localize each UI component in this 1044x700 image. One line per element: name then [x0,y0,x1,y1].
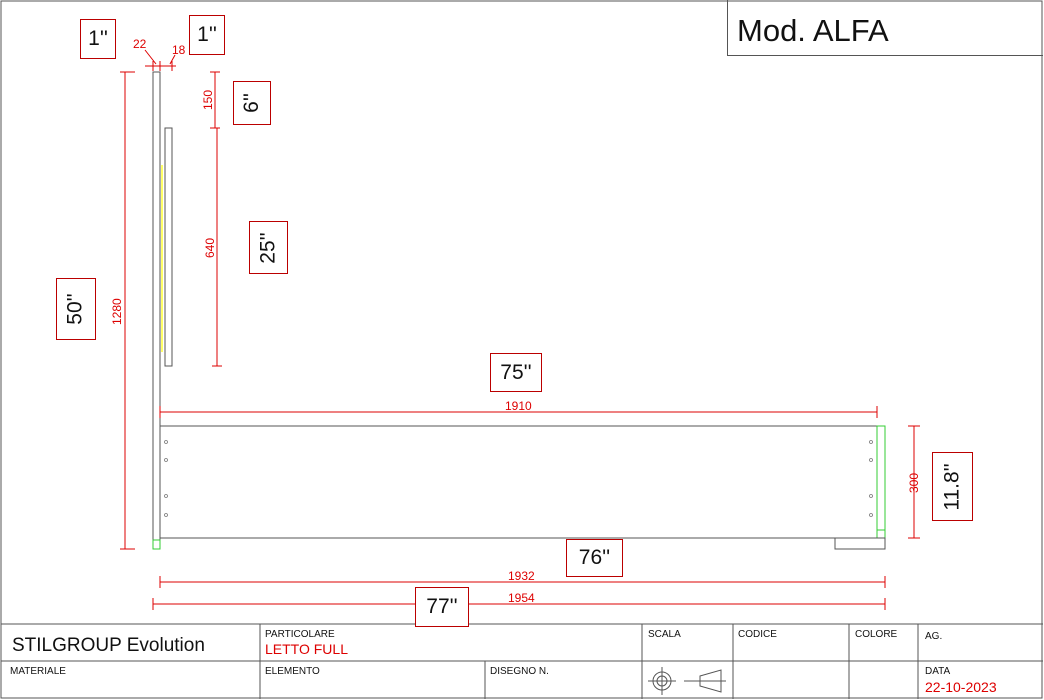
inch-label: 1'' [88,27,108,50]
inch-label: 1'' [197,23,217,46]
inch-label: 77'' [426,595,458,618]
elemento-label: ELEMENTO [265,666,320,677]
model-title: Mod. ALFA [727,0,1043,56]
colore-label: COLORE [855,629,898,640]
dim-label-panel-thickness: 18 [172,43,186,57]
codice-label: CODICE [738,629,777,640]
dim-label-side-height: 300 [907,473,921,493]
title-block-grid [1,623,1043,699]
company-name: STILGROUP Evolution [12,635,205,656]
dim-label-total-length: 1954 [508,591,535,605]
hole [164,458,168,462]
projection-symbol-icon [648,667,726,695]
headboard [152,71,173,550]
scala-label: SCALA [648,629,681,640]
projection-cone [699,669,722,693]
inch-box-total-length: 77'' [415,587,469,627]
hole [869,458,873,462]
dim-label-inner-length: 1932 [508,569,535,583]
side-rail [159,425,886,550]
dim-label-headboard-height: 1280 [110,298,124,325]
side-rail-holes [164,440,873,517]
materiale-label: MATERIALE [10,666,66,677]
inch-label: 50'' [63,293,87,325]
dim-label-panel-height: 640 [203,238,217,258]
dimension-lines [120,49,920,610]
particolare-value: LETTO FULL [265,641,348,657]
footboard-green [876,425,886,539]
inch-box-headboard-height: 50'' [56,278,96,340]
inch-label: 11.8'' [940,462,964,511]
inch-box-headboard-thickness: 1'' [80,19,116,59]
inch-label: 25'' [256,231,280,264]
hole [164,513,168,517]
inch-box-side-height: 11.8'' [932,452,973,521]
inch-box-panel-thickness: 1'' [189,15,225,55]
side-rail-body [159,425,886,539]
dim-leader [144,49,157,65]
headboard-foot-green [152,539,161,550]
inch-box-top-gap: 6'' [233,81,271,125]
inch-label: 6'' [239,93,263,113]
inch-label: 75'' [500,360,532,384]
headboard-board [152,71,161,550]
disegno-label: DISEGNO N. [490,666,549,677]
dim-label-side-length: 1910 [505,399,532,413]
hole [869,513,873,517]
footboard-foot [834,537,886,550]
ag-label: AG. [925,631,943,642]
hole [164,494,168,498]
headboard-panel [164,127,173,367]
data-value: 22-10-2023 [925,679,997,695]
dim-leader [169,54,176,65]
inch-box-panel-height: 25'' [249,221,288,274]
data-label: DATA [925,666,951,677]
hole [164,440,168,444]
inch-box-side-length: 75'' [490,353,542,392]
particolare-label: PARTICOLARE [265,629,335,640]
dim-label-top-gap: 150 [201,90,215,110]
dimension-labels: 22 18 150 640 1280 1910 300 1932 1954 [110,37,921,605]
inch-box-inner-length: 76'' [566,539,623,577]
dim-label-headboard-thickness: 22 [133,37,147,51]
hole [869,440,873,444]
hole [869,494,873,498]
inch-label: 76'' [578,546,611,569]
